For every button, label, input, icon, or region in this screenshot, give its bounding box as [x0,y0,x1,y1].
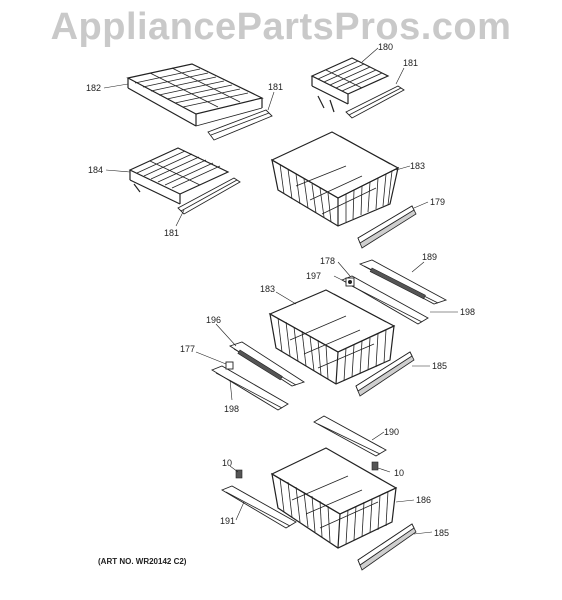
callout-198: 198 [224,404,239,414]
callout-181: 181 [164,228,179,238]
wire-basket-186 [270,447,398,549]
wire-basket-183-middle [268,289,396,385]
shelf-trim-181-upper [207,109,273,141]
callout-185: 185 [432,361,447,371]
callout-183: 183 [410,161,425,171]
basket-front-179 [357,205,417,249]
callout-182: 182 [86,83,101,93]
shelf-trim-181-right [345,85,405,119]
art-number: (ART NO. WR20142 C2) [98,557,187,566]
clip-10-left [235,469,243,479]
callout-190: 190 [384,427,399,437]
callout-179: 179 [430,197,445,207]
callout-178: 178 [320,256,335,266]
basket-front-185-middle [355,351,415,397]
callout-197: 197 [306,271,321,281]
callout-185: 185 [434,528,449,538]
callout-181: 181 [268,82,283,92]
wire-shelf-184 [128,147,230,205]
callout-198: 198 [460,307,475,317]
callout-180: 180 [378,42,393,52]
callout-196: 196 [206,315,221,325]
wire-shelf-180 [310,57,390,113]
basket-front-185-bottom [357,523,417,571]
bracket-177 [225,361,234,370]
slide-rail-191 [220,485,297,529]
callout-10: 10 [394,468,404,478]
shelf-trim-181-lower [177,177,241,215]
slide-rail-189 [358,259,448,305]
callout-189: 189 [422,252,437,262]
bracket-178-197 [345,277,355,287]
slide-rail-196 [228,341,306,387]
slide-rail-190 [313,415,387,457]
callout-183: 183 [260,284,275,294]
leader-lines [103,47,458,535]
slide-rail-198-right [340,275,429,325]
callout-177: 177 [180,344,195,354]
callout-191: 191 [220,516,235,526]
wire-shelf-182 [126,63,264,127]
callout-labels: 182 181 180 181 184 181 183 179 178 189 … [86,42,475,538]
clip-10-right [371,461,379,471]
wire-basket-183-upper [270,131,400,227]
callout-10: 10 [222,458,232,468]
watermark-logo: AppliancePartsPros.com [50,6,512,48]
slide-rail-198-left [210,365,289,411]
callout-186: 186 [416,495,431,505]
callout-181: 181 [403,58,418,68]
callout-184: 184 [88,165,103,175]
